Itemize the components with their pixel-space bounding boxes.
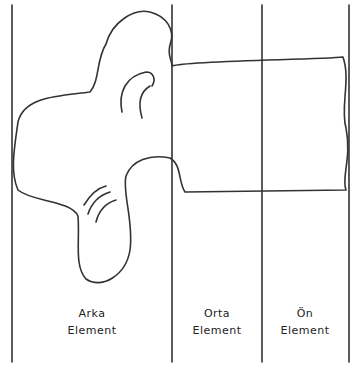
column-line [11, 5, 13, 362]
column-label: Arka Element [67, 306, 116, 339]
column-line [261, 5, 263, 362]
column-label: Ön Element [280, 306, 329, 339]
process-line [96, 200, 116, 222]
column-line [171, 5, 173, 362]
column-line [348, 5, 350, 362]
facet-line [140, 86, 150, 118]
vertebra-outline [13, 11, 347, 282]
column-label: Orta Element [192, 306, 241, 339]
process-line [84, 186, 106, 205]
facet-line [121, 72, 154, 112]
